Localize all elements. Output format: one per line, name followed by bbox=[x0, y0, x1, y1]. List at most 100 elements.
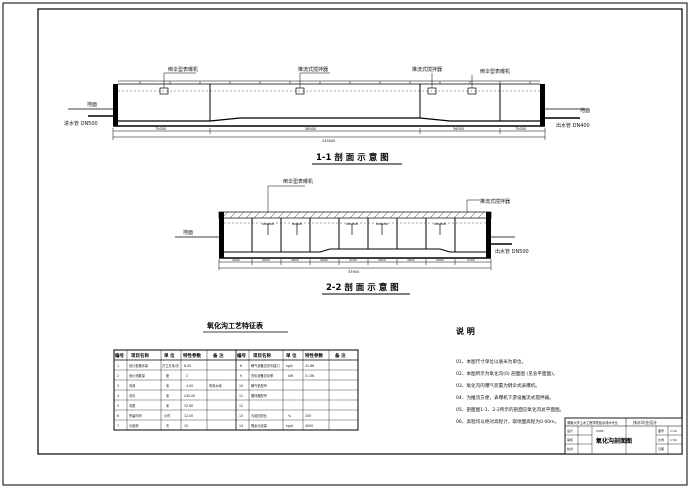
table-header: 特性参数 bbox=[305, 352, 323, 359]
table-header: 备 注 bbox=[212, 352, 224, 359]
table-cell: 沟深 bbox=[129, 383, 136, 388]
title-label: 图号 bbox=[658, 428, 664, 433]
title-value: 2005 bbox=[596, 429, 604, 433]
note-item: 04、为推流方便，表曝机下游设推流式搅拌器。 bbox=[456, 394, 554, 401]
title-value: 1-10 bbox=[670, 429, 677, 433]
title-drawing-name: 氧化沟剖面图 bbox=[595, 437, 632, 445]
section11-equip-label: 倒伞型表曝机 bbox=[168, 66, 198, 73]
note-item: 01、本图尺寸单位以毫米为单位。 bbox=[456, 358, 526, 365]
process-table: 氧化沟工艺特征表 编号 项目名称 单 位 特性参数 备 注 编号 项目名称 单 … bbox=[113, 321, 359, 431]
title-label: 审核 bbox=[567, 437, 573, 442]
table-cell: 3 bbox=[117, 384, 119, 388]
table-header: 项目名称 bbox=[131, 352, 149, 359]
title-institute: 湖南大学土木工程学院给水排水专业 bbox=[567, 420, 618, 425]
table-header: 单 位 bbox=[164, 352, 175, 359]
table-cell: 12 bbox=[239, 404, 243, 408]
title-value: 1:50 bbox=[670, 438, 677, 442]
table-cell: % bbox=[288, 414, 291, 418]
table-cell: 米 bbox=[166, 393, 170, 398]
section22-dim: 4900 bbox=[232, 258, 240, 262]
table-cell: 2 bbox=[117, 374, 119, 378]
section22-dim: 4700 bbox=[349, 258, 357, 262]
section22-dim: 4900 bbox=[320, 258, 328, 262]
section22-ground-left: 地面 bbox=[183, 229, 193, 236]
table-cell: 13 bbox=[239, 414, 243, 418]
section22-equip-label: 推流式搅拌器 bbox=[480, 198, 510, 205]
section11-ground-left: 地面 bbox=[87, 101, 97, 108]
notes: 说 明 01、本图尺寸单位以毫米为单位。 02、本图所示为氧化沟(0) 剖面图 … bbox=[456, 326, 564, 425]
section22-dim: 4800 bbox=[407, 258, 415, 262]
section22-dim: 4900 bbox=[262, 258, 270, 262]
section22-title: 2-2 剖 面 示 意 图 bbox=[326, 282, 399, 293]
table-cell: 沟宽 bbox=[129, 403, 136, 408]
table-cell: 1 bbox=[117, 364, 119, 368]
table-cell: 245.00 bbox=[184, 394, 195, 398]
table-header: 备 注 bbox=[334, 352, 346, 359]
table-cell: 停留时间 bbox=[129, 413, 142, 418]
table-cell: 设计处理水量 bbox=[129, 363, 149, 368]
table-cell: 9 bbox=[240, 374, 242, 378]
table-cell: 4 bbox=[117, 394, 119, 398]
table-cell: 沟长 bbox=[129, 393, 136, 398]
table-cell: kg/h bbox=[286, 364, 293, 368]
table-cell: 33.90 bbox=[184, 404, 193, 408]
table-cell: 设计池数量 bbox=[129, 373, 146, 378]
title-label: 设计 bbox=[567, 428, 573, 433]
title-label: 校对 bbox=[567, 446, 573, 451]
section11-dim: 75000 bbox=[155, 127, 166, 131]
section22-dim: 4900 bbox=[378, 258, 386, 262]
table-cell: 8 bbox=[240, 364, 242, 368]
table-cell: 污泥龄 bbox=[129, 423, 139, 428]
section11-dim: 58000 bbox=[305, 127, 316, 131]
table-cell: kg/d bbox=[286, 424, 293, 428]
table-cell: 5 bbox=[117, 404, 119, 408]
note-item: 05、剖面图1-1、2-2所示的剖面见氧化沟总平面图。 bbox=[456, 406, 564, 413]
section-1-1: 倒伞型表曝机 推流式搅拌器 推流式搅拌器 倒伞型表曝机 地面 地面 进水管 DN… bbox=[64, 66, 590, 165]
section22-outlet-pipe: 出水管 DN500 bbox=[495, 248, 529, 255]
title-block: 湖南大学土木工程学院给水排水专业 排水毕业设计 氧化沟剖面图 设计 审核 校对 … bbox=[564, 417, 683, 455]
section11-dim: 75000 bbox=[515, 127, 526, 131]
section11-dim: 36000 bbox=[453, 127, 464, 131]
table-cell: 剩余污泥量 bbox=[251, 423, 268, 428]
table-cell: 米 bbox=[166, 403, 170, 408]
table-cell: 2 bbox=[186, 374, 188, 378]
table-header: 编号 bbox=[115, 352, 124, 359]
table-cell: 10 bbox=[239, 384, 243, 388]
inner-frame bbox=[37, 8, 683, 455]
table-cell: 小时 bbox=[164, 413, 171, 418]
table-cell: 4.00 bbox=[186, 384, 193, 388]
section22-equip-label: 倒伞型表曝机 bbox=[283, 178, 313, 185]
table-cell: 8.00 bbox=[184, 364, 191, 368]
table-cell: 15 bbox=[184, 424, 188, 428]
notes-title: 说 明 bbox=[456, 326, 475, 336]
section11-inlet-pipe: 进水管 DN500 bbox=[64, 120, 98, 127]
table-header: 编号 bbox=[237, 352, 246, 359]
table-cell: 米 bbox=[166, 383, 170, 388]
table-cell: 座 bbox=[166, 373, 170, 378]
title-label: 比例 bbox=[658, 437, 664, 442]
table-cell: 41.66 bbox=[305, 364, 314, 368]
table-header: 单 位 bbox=[286, 352, 297, 359]
section11-title: 1-1 剖 面 示 意 图 bbox=[316, 152, 389, 163]
table-cell: 搅拌器型号 bbox=[251, 393, 267, 398]
table-cell: 7 bbox=[117, 424, 119, 428]
table-cell: 100 bbox=[305, 414, 311, 418]
table-cell: 天 bbox=[166, 424, 170, 428]
section11-equip-label: 倒伞型表曝机 bbox=[480, 68, 510, 75]
table-cell: 有效水深 bbox=[209, 383, 223, 388]
section11-outlet-pipe: 出水管 DN400 bbox=[556, 122, 590, 129]
table-header: 特性参数 bbox=[183, 352, 201, 359]
section11-equip-label: 推流式搅拌器 bbox=[298, 66, 328, 73]
table-cell: 污泥回流比 bbox=[251, 413, 267, 418]
note-item: 03、氧化沟的曝气装置为倒伞式表曝机。 bbox=[456, 382, 540, 389]
table-cell: 万立方米/天 bbox=[162, 363, 180, 368]
section-2-2: 倒伞型表曝机 推流式搅拌器 地面 出水管 DN500 4900 4900 480… bbox=[175, 178, 529, 295]
table-cell: 14 bbox=[239, 424, 243, 428]
note-item: 02、本图所示为氧化沟(0) 剖面图 (见总平面图)。 bbox=[456, 370, 558, 377]
table-cell: 3.136 bbox=[305, 374, 314, 378]
section22-dim: 4900 bbox=[436, 258, 444, 262]
table-cell: 11 bbox=[239, 394, 243, 398]
table-title: 氧化沟工艺特征表 bbox=[206, 321, 264, 330]
